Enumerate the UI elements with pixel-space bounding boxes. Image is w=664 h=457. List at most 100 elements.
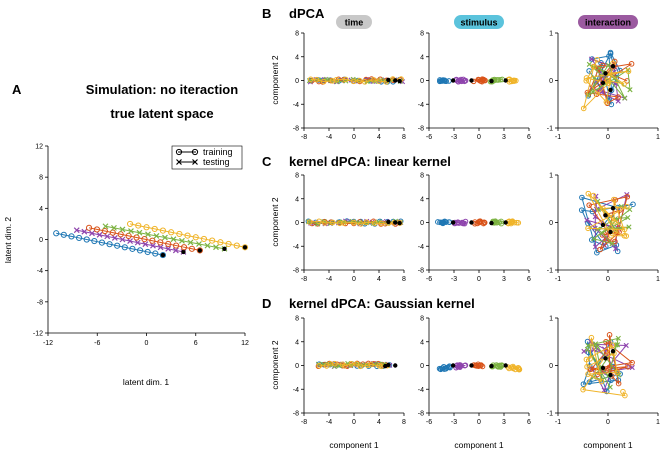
c-stim-point [443,219,449,225]
b-int-series-line [582,59,629,111]
b-stim-point [497,76,503,83]
b-int-point [599,88,605,95]
d-stim-endpoint [469,363,474,368]
b-int-point [628,61,635,67]
panel-a-ytick-label: 12 [35,144,43,151]
panel-a-title-2: true latent space [110,106,213,121]
legend-testing-marker-1 [176,159,182,165]
b-int-point [591,63,597,70]
b-int-point [604,100,611,107]
b-time-ytick-label: -8 [293,126,299,133]
d-int-endpoint [603,356,608,361]
b-stim-xtick-label: 3 [502,134,506,141]
c-int-xtick-label: 1 [656,276,660,283]
c-int-endpoint [600,222,606,228]
d-int-point [609,342,616,349]
panel-a-point [141,236,148,243]
panel-a-ylabel: latent dim. 2 [3,217,13,264]
panel-a-point [119,236,126,243]
panel-a-point [192,234,199,241]
c-int-point [611,218,618,225]
c-stim-xtick-label: 3 [502,276,506,283]
panel-a-point [109,229,116,236]
legend-training-marker-2 [191,148,199,156]
c-time-ytick-label: 8 [295,173,299,180]
d-int-ytick-label: -1 [547,411,553,418]
panel-a-point [200,235,208,243]
panel-a-point [209,237,216,244]
b-int-xtick-label: -1 [555,134,561,141]
d-stim-ytick-label: -8 [418,411,424,418]
panel-a-point [89,230,95,237]
c-stim-point [498,218,504,225]
b-time-point [342,76,349,83]
panel-a-endpoint [181,249,186,255]
panel-a-point [179,237,185,244]
b-stim-ytick-label: -4 [418,102,424,109]
row-title-d: kernel dPCA: Gaussian kernel [289,296,475,311]
d-stim-xtick-label: 6 [527,419,531,426]
d-time-xtick-label: -8 [301,419,307,426]
c-stim-xtick-label: -6 [426,276,432,283]
d-int-xtick-label: 1 [656,419,660,426]
d-int-endpoint [608,372,613,378]
d-stim-xtick-label: 0 [477,419,481,426]
panel-a-point [101,227,108,235]
c-time-point [378,220,385,227]
c-int-point [618,203,624,210]
d-time-xtick-label: 8 [402,419,406,426]
panel-a-point [121,244,128,251]
b-stim-point [443,78,449,85]
panel-a-point [126,220,134,228]
d-int-point [601,387,607,393]
c-int-point [585,225,591,232]
b-int-ytick-label: 0 [549,78,553,85]
b-stim-endpoint [450,78,456,83]
panel-a-point [213,244,219,251]
b-int-point [625,68,632,75]
panel-a-point [81,228,88,235]
d-int-point [614,342,621,348]
c-int-point [578,207,585,213]
panel-a-point [133,234,140,241]
panel-a-point [172,247,179,254]
d-int-ytick-label: 1 [549,316,553,323]
b-stim-ytick-label: 0 [420,78,424,85]
b-stim-ytick-label: 4 [420,54,424,61]
panel-a-xtick-label: 12 [241,340,249,347]
d-stim-ytick-label: -4 [418,387,424,394]
ylabel-row-b: component 2 [270,55,280,104]
d-time-endpoint [383,363,388,369]
d-int-point [584,363,590,370]
b-int-point [588,56,595,62]
b-int-ytick-label: -1 [547,126,553,133]
d-int-point [614,369,620,376]
c-time-ytick-label: 0 [295,220,299,227]
b-stim-point [495,77,502,83]
ylabel-row-d: component 2 [270,340,280,389]
d-int-ytick-label: 0 [549,363,553,370]
d-time-point [364,362,371,369]
b-int-point [583,77,590,84]
header-stimulus-pill [454,15,504,29]
panel-a-xlabel: latent dim. 1 [123,377,170,387]
d-int-point [580,381,587,387]
panel-a-xtick-label: 0 [145,340,149,347]
b-int-point [589,56,595,62]
b-stim-ytick-label: -8 [418,126,424,133]
panel-a-point [102,223,109,230]
b-stim-ytick-label: 8 [420,31,424,38]
panel-a-point [75,234,83,242]
panel-a-point [60,231,67,238]
c-int-point [585,190,592,197]
panel-a-point [91,237,98,245]
panel-a-point [159,251,167,259]
b-time-ytick-label: 4 [295,54,299,61]
b-stim-point [462,77,469,84]
d-time-xtick-label: 4 [377,419,381,426]
d-int-endpoint [610,349,616,354]
d-int-point [585,371,591,377]
d-int-point [629,359,635,366]
panel-a-point [114,242,121,249]
